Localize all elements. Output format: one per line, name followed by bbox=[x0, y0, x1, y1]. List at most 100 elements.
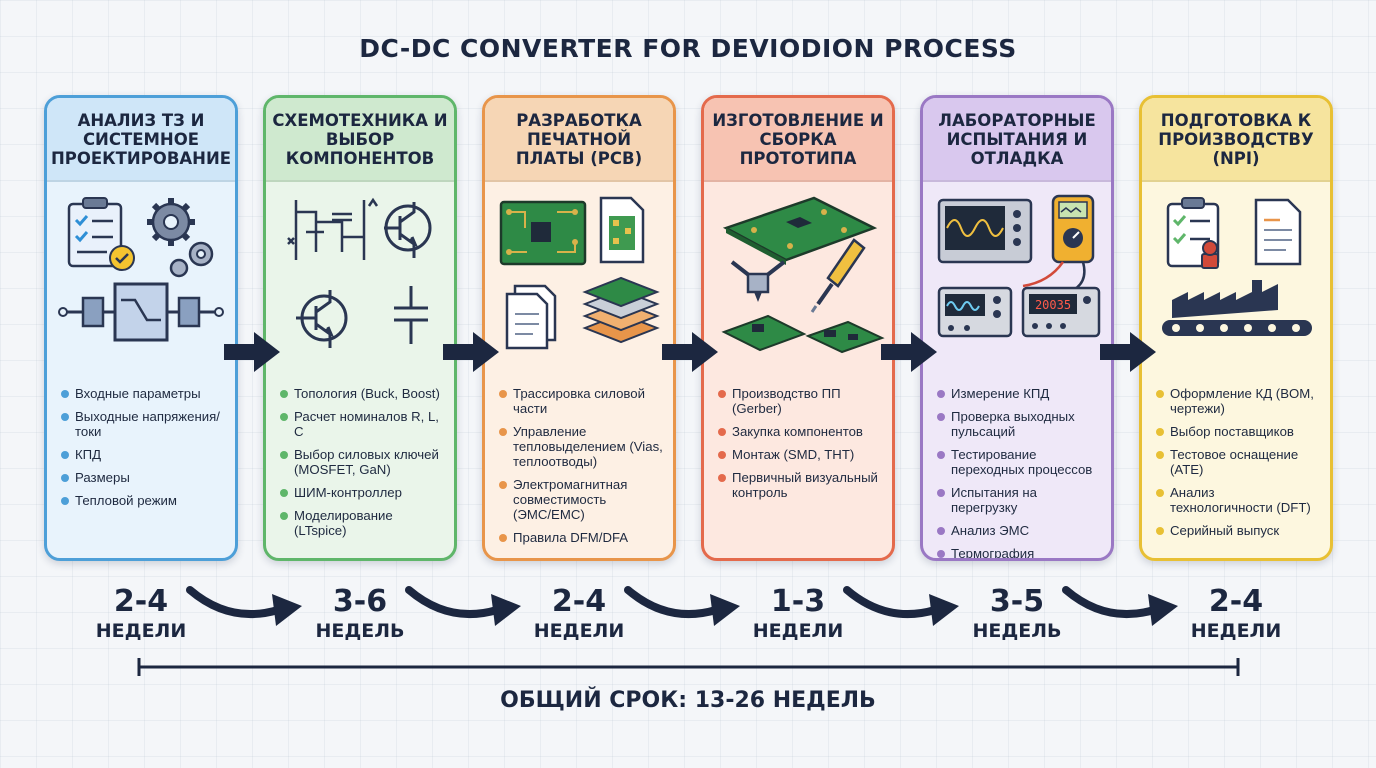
duration-1: 2-4 НЕДЕЛИ bbox=[61, 585, 221, 643]
documents-icon bbox=[505, 284, 557, 350]
pcb-layers-icon bbox=[582, 276, 660, 344]
list-item: Оформление КД (BOM, чертежи) bbox=[1156, 386, 1320, 416]
gerber-file-icon bbox=[599, 196, 645, 264]
curved-arrow-icon bbox=[405, 586, 521, 626]
list-item: Термография bbox=[937, 546, 1101, 558]
stage-card-4: ИЗГОТОВЛЕНИЕ И СБОРКА ПРОТОТИПА bbox=[701, 95, 895, 561]
list-item: ШИМ-контроллер bbox=[280, 485, 444, 500]
duration-unit: НЕДЕЛИ bbox=[95, 620, 187, 642]
list-item: Тестовое оснащение (ATE) bbox=[1156, 447, 1320, 477]
list-item: Правила DFM/DFA bbox=[499, 530, 663, 545]
list-item: Выбор силовых ключей (MOSFET, GaN) bbox=[280, 447, 444, 477]
list-item: Выходные напряжения/токи bbox=[61, 409, 225, 439]
list-item: Производство ПП (Gerber) bbox=[718, 386, 882, 416]
list-item: Тепловой режим bbox=[61, 493, 225, 508]
list-item: Монтаж (SMD, THT) bbox=[718, 447, 882, 462]
checklist-icon bbox=[67, 197, 135, 271]
list-item: Серийный выпуск bbox=[1156, 523, 1320, 538]
curved-arrow-icon bbox=[186, 586, 302, 626]
list-item: Топология (Buck, Boost) bbox=[280, 386, 444, 401]
curved-arrow-icon bbox=[843, 586, 959, 626]
duration-unit: НЕДЕЛЬ bbox=[972, 620, 1062, 642]
duration-value: 2-4 bbox=[1208, 584, 1264, 619]
duration-4: 1-3 НЕДЕЛИ bbox=[718, 585, 878, 643]
power-supply-icon: 20035 bbox=[1021, 286, 1101, 338]
duration-value: 1-3 bbox=[770, 584, 826, 619]
stage-title: ПОДГОТОВКА К ПРОИЗВОДСТВУ (NPI) bbox=[1142, 98, 1330, 182]
curved-arrow-icon bbox=[1062, 586, 1178, 626]
stage-card-2: СХЕМОТЕХНИКА И ВЫБОР КОМПОНЕНТОВ bbox=[263, 95, 457, 561]
list-item: Первичный визуальный контроль bbox=[718, 470, 882, 500]
transistor-icon bbox=[296, 290, 348, 348]
curved-arrow-icon bbox=[624, 586, 740, 626]
duration-5: 3-5 НЕДЕЛЬ bbox=[937, 585, 1097, 643]
arrow-right-icon bbox=[881, 332, 937, 372]
schematic-icon bbox=[287, 197, 379, 260]
stage-items: Измерение КПД Проверка выходных пульсаци… bbox=[923, 378, 1111, 558]
total-duration: ОБЩИЙ СРОК: 13-26 НЕДЕЛЬ bbox=[500, 688, 876, 713]
list-item: Тестирование переходных процессов bbox=[937, 447, 1101, 477]
pick-and-place-icon bbox=[721, 260, 807, 352]
list-item: Проверка выходных пульсаций bbox=[937, 409, 1101, 439]
duration-unit: НЕДЕЛИ bbox=[1190, 620, 1282, 642]
factory-conveyor-icon bbox=[1162, 280, 1312, 336]
list-item: Размеры bbox=[61, 470, 225, 485]
duration-value: 2-4 bbox=[113, 584, 169, 619]
duration-unit: НЕДЕЛИ bbox=[752, 620, 844, 642]
list-item: Анализ технологичности (DFT) bbox=[1156, 485, 1320, 515]
list-item: Моделирование (LTspice) bbox=[280, 508, 444, 538]
duration-unit: НЕДЕЛИ bbox=[533, 620, 625, 642]
page-title: DC-DC CONVERTER FOR DEVIODION PROCESS bbox=[359, 34, 1017, 63]
soldering-iron-icon bbox=[805, 238, 885, 354]
duration-6: 2-4 НЕДЕЛИ bbox=[1156, 585, 1316, 643]
duration-value: 3-6 bbox=[332, 584, 388, 619]
converter-block-icon bbox=[58, 282, 224, 342]
stage-items: Трассировка силовой части Управление теп… bbox=[485, 378, 673, 545]
duration-value: 3-5 bbox=[989, 584, 1045, 619]
stage-title: ИЗГОТОВЛЕНИЕ И СБОРКА ПРОТОТИПА bbox=[704, 98, 892, 182]
approved-checklist-icon bbox=[1166, 197, 1220, 269]
list-item: Анализ ЭМС bbox=[937, 523, 1101, 538]
stage-items: Входные параметры Выходные напряжения/то… bbox=[47, 378, 235, 508]
list-item: Трассировка силовой части bbox=[499, 386, 663, 416]
circuit-board-icon bbox=[722, 196, 878, 265]
oscilloscope-icon bbox=[937, 198, 1033, 264]
arrow-right-icon bbox=[224, 332, 280, 372]
duration-2: 3-6 НЕДЕЛЬ bbox=[280, 585, 440, 643]
duration-unit: НЕДЕЛЬ bbox=[315, 620, 405, 642]
stage-card-3: РАЗРАБОТКА ПЕЧАТНОЙ ПЛАТЫ (PCB) bbox=[482, 95, 676, 561]
list-item: Управление тепловыделением (Vias, теплоо… bbox=[499, 424, 663, 469]
list-item: КПД bbox=[61, 447, 225, 462]
stage-title: РАЗРАБОТКА ПЕЧАТНОЙ ПЛАТЫ (PCB) bbox=[485, 98, 673, 182]
stage-title: АНАЛИЗ ТЗ И СИСТЕМНОЕ ПРОЕКТИРОВАНИЕ bbox=[47, 98, 235, 182]
stage-card-1: АНАЛИЗ ТЗ И СИСТЕМНОЕ ПРОЕКТИРОВАНИЕ bbox=[44, 95, 238, 561]
list-item: Испытания на перегрузку bbox=[937, 485, 1101, 515]
stage-items: Топология (Buck, Boost) Расчет номиналов… bbox=[266, 378, 454, 538]
list-item: Расчет номиналов R, L, C bbox=[280, 409, 444, 439]
timeline-bracket bbox=[137, 658, 1240, 676]
capacitor-icon bbox=[394, 286, 428, 344]
document-icon bbox=[1254, 198, 1302, 266]
arrow-right-icon bbox=[662, 332, 718, 372]
duration-value: 2-4 bbox=[551, 584, 607, 619]
svg-text:20035: 20035 bbox=[1035, 298, 1071, 312]
duration-3: 2-4 НЕДЕЛИ bbox=[499, 585, 659, 643]
arrow-right-icon bbox=[1100, 332, 1156, 372]
list-item: Электромагнитная совместимость (ЭМС/EMC) bbox=[499, 477, 663, 522]
list-item: Входные параметры bbox=[61, 386, 225, 401]
stage-items: Оформление КД (BOM, чертежи) Выбор поста… bbox=[1142, 378, 1330, 538]
stage-title: СХЕМОТЕХНИКА И ВЫБОР КОМПОНЕНТОВ bbox=[266, 98, 454, 182]
transistor-icon bbox=[384, 202, 432, 258]
stage-card-5: ЛАБОРАТОРНЫЕ ИСПЫТАНИЯ И ОТЛАДКА bbox=[920, 95, 1114, 561]
list-item: Закупка компонентов bbox=[718, 424, 882, 439]
list-item: Измерение КПД bbox=[937, 386, 1101, 401]
stage-title: ЛАБОРАТОРНЫЕ ИСПЫТАНИЯ И ОТЛАДКА bbox=[923, 98, 1111, 182]
arrow-right-icon bbox=[443, 332, 499, 372]
stage-card-6: ПОДГОТОВКА К ПРОИЗВОДСТВУ (NPI) bbox=[1139, 95, 1333, 561]
signal-generator-icon bbox=[937, 286, 1013, 338]
stage-items: Производство ПП (Gerber) Закупка компоне… bbox=[704, 378, 892, 500]
multimeter-icon bbox=[1022, 194, 1095, 294]
list-item: Выбор поставщиков bbox=[1156, 424, 1320, 439]
pcb-icon bbox=[499, 200, 587, 266]
gears-icon bbox=[147, 198, 214, 278]
